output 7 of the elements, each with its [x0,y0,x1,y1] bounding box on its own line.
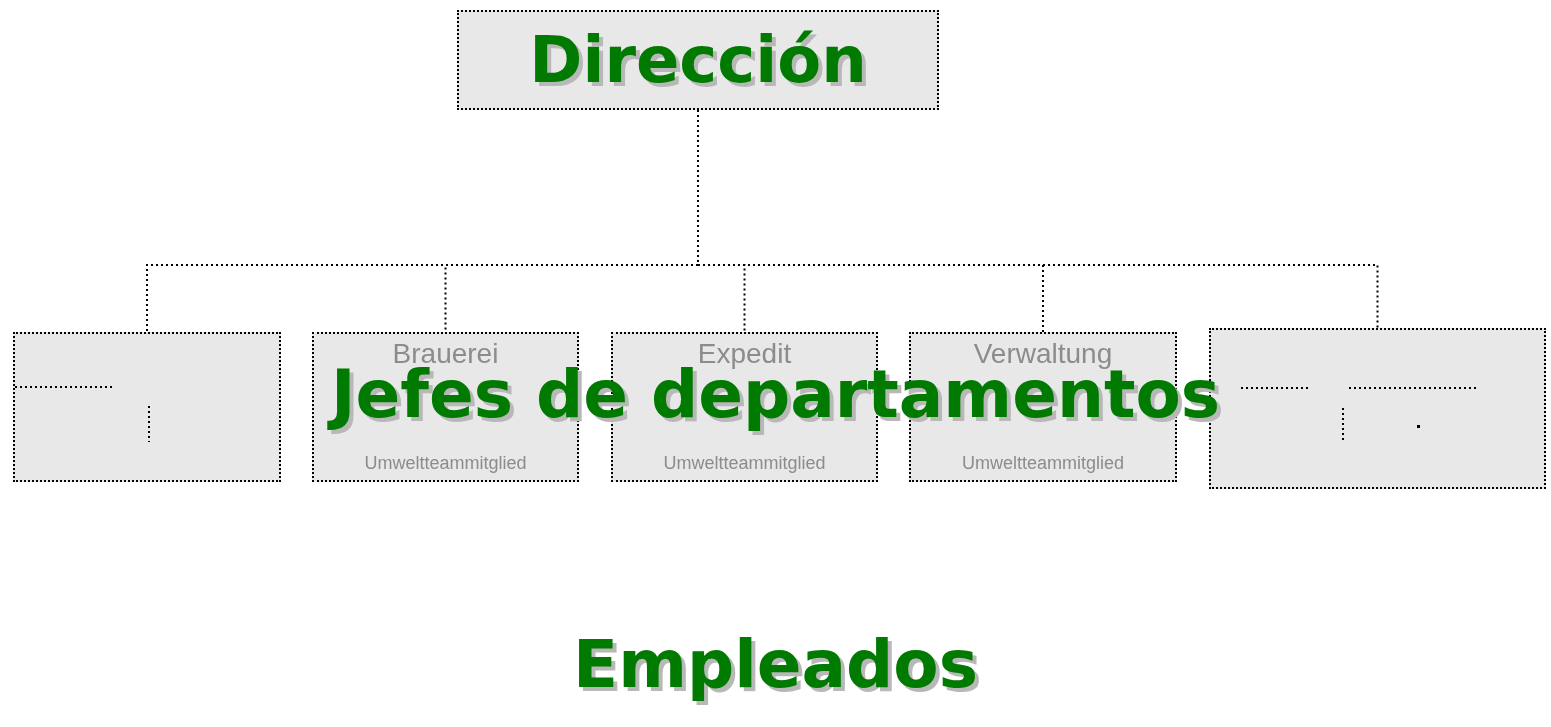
role-text: Umweltteammitglied [663,452,826,475]
heading-text: Dirección [529,28,867,92]
department-title: Verwaltung [973,337,1113,369]
role-text: Umweltteammitglied [961,452,1124,475]
title-box [457,10,939,110]
role-text: Umweltteammitglied [364,452,527,475]
empty-box [13,332,281,482]
